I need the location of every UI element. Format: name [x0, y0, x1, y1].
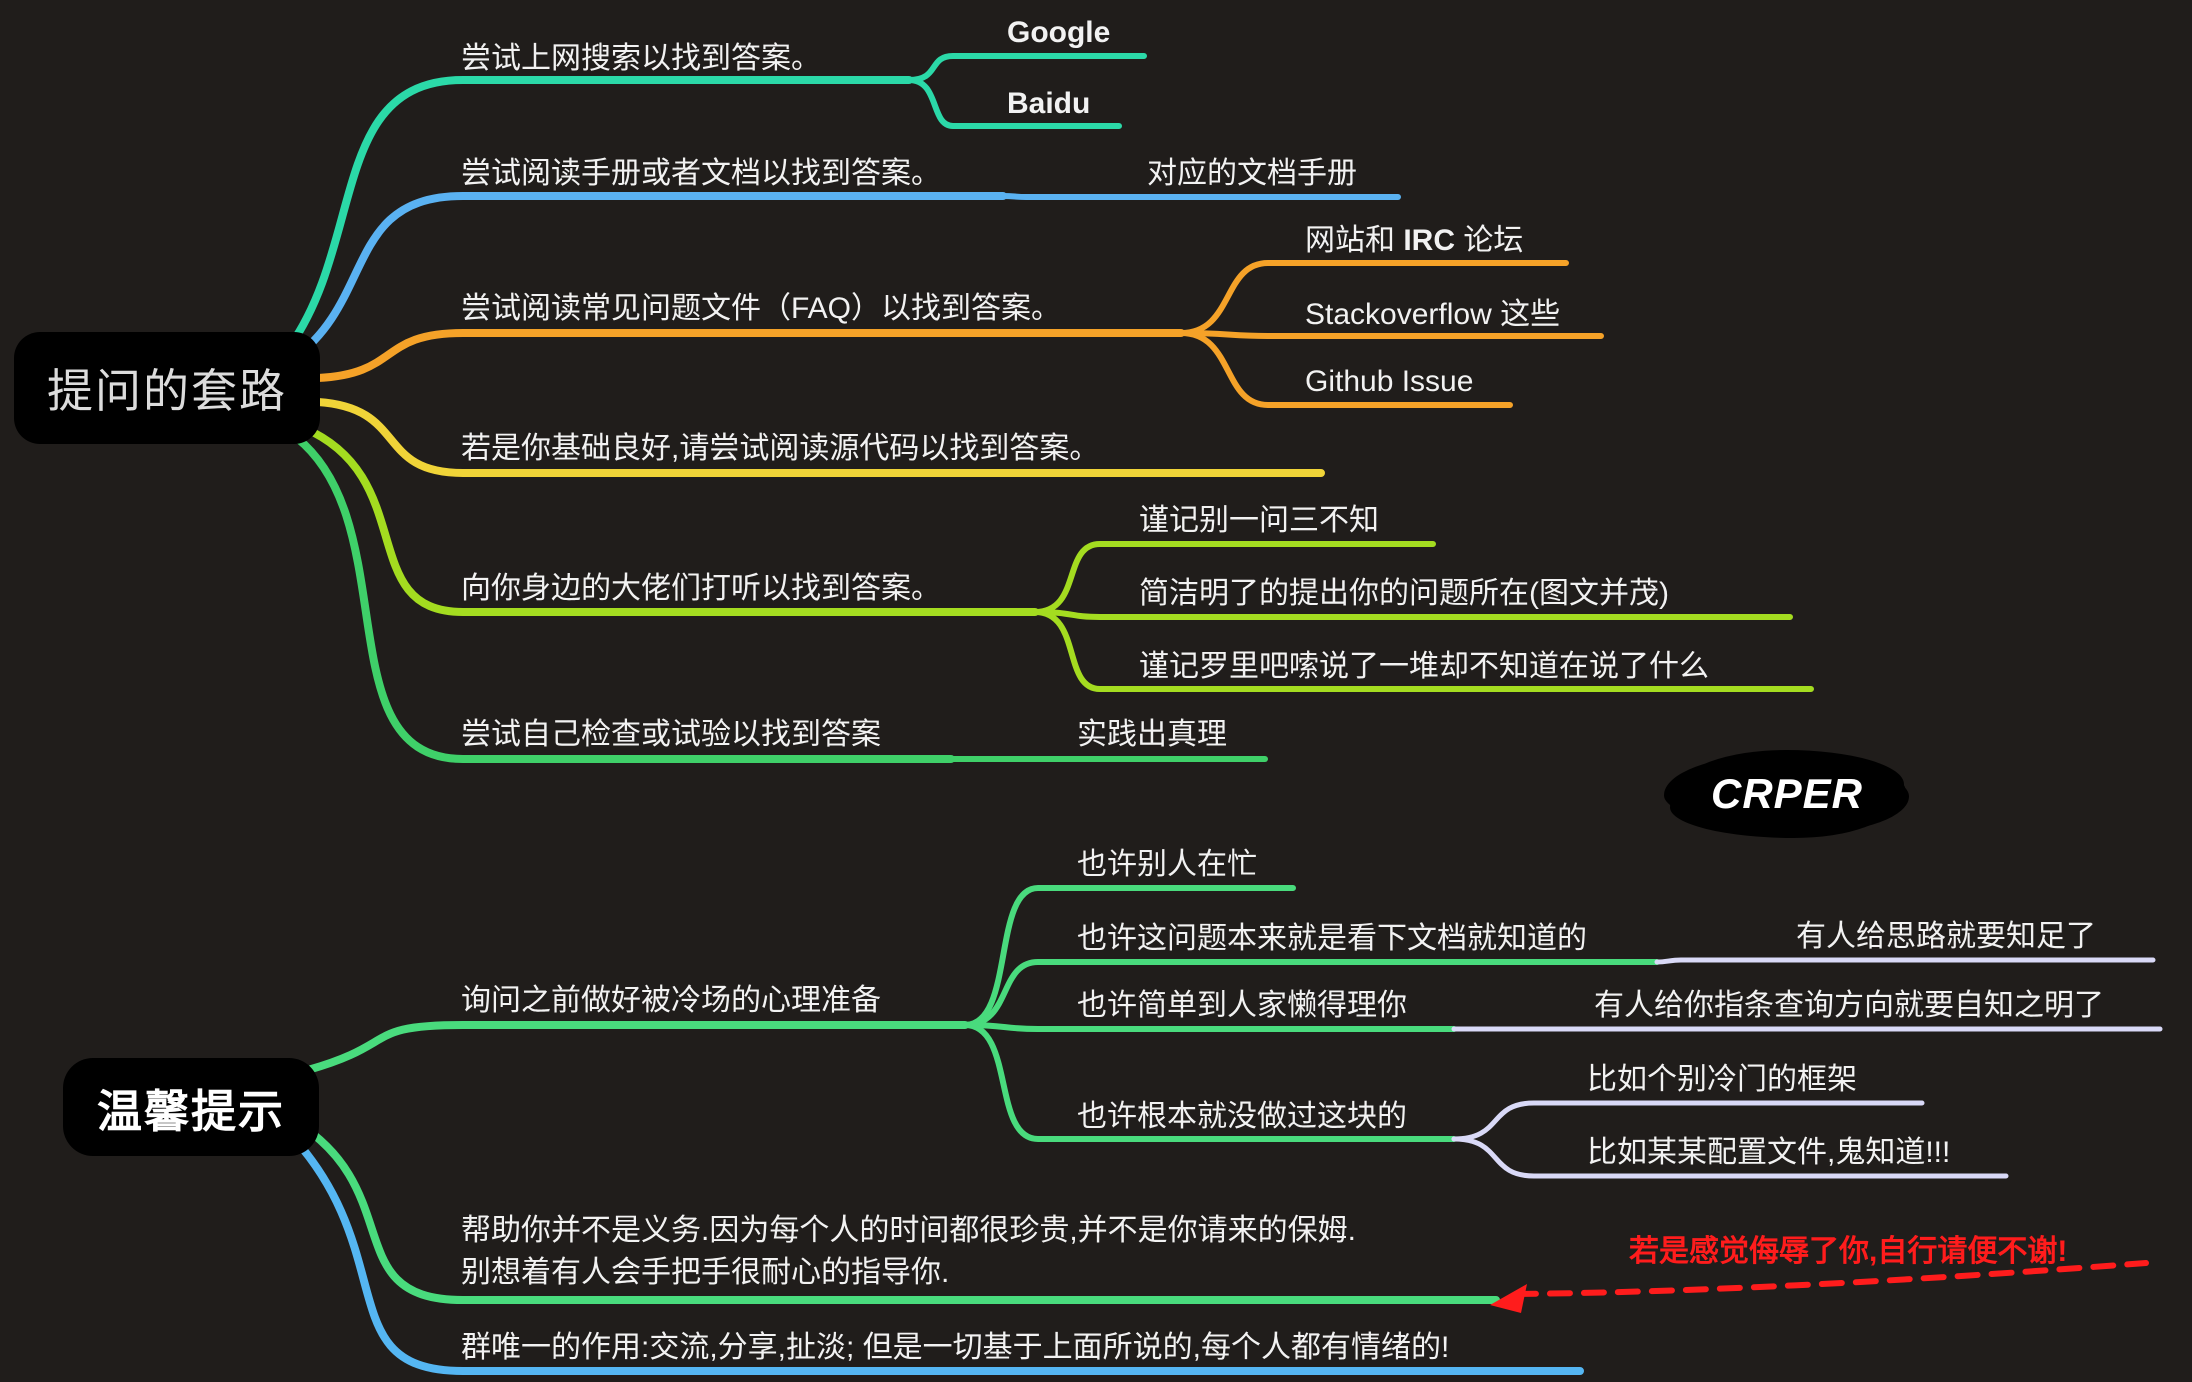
node-read-manual[interactable]: 尝试阅读手册或者文档以找到答案。 [461, 157, 941, 190]
node-search-online[interactable]: 尝试上网搜索以找到答案。 [461, 42, 821, 75]
node-docs-manual[interactable]: 对应的文档手册 [1147, 157, 1357, 190]
branch-ask-experts-line [300, 424, 1814, 692]
node-read-source-code[interactable]: 若是你基础良好,请尝试阅读源代码以找到答案。 [461, 432, 1100, 465]
node-dont-know-nothing[interactable]: 谨记别一问三不知 [1139, 504, 1379, 537]
branch-faq-line [314, 260, 1604, 408]
node-maybe-too-simple[interactable]: 也许简单到人家懒得理你 [1077, 989, 1407, 1022]
node-read-faq[interactable]: 尝试阅读常见问题文件（FAQ）以找到答案。 [461, 292, 1062, 325]
node-avoid-rambling[interactable]: 谨记罗里吧嗦说了一堆却不知道在说了什么 [1139, 650, 1709, 683]
node-github-issue[interactable]: Github Issue [1305, 365, 1474, 398]
node-baidu[interactable]: Baidu [1007, 87, 1091, 120]
branch-source-code-line [314, 398, 1325, 477]
root1-title: 提问的套路 [47, 365, 287, 417]
node-stackoverflow[interactable]: Stackoverflow 这些 [1305, 298, 1561, 331]
branch-cold-scene-line [304, 885, 1660, 1142]
branch-help-not-duty-line [292, 1118, 1500, 1304]
branch-self-check-line [293, 434, 1268, 763]
node-niche-framework[interactable]: 比如个别冷门的框架 [1587, 1063, 1857, 1096]
node-config-who-knows[interactable]: 比如某某配置文件,鬼知道!!! [1587, 1136, 1951, 1169]
node-help-not-obligation[interactable]: 帮助你并不是义务.因为每个人的时间都很珍贵,并不是你请来的保姆. 别想着有人会手… [461, 1210, 1356, 1294]
branch-lavender-lines [1451, 957, 2163, 1179]
node-google[interactable]: Google [1007, 16, 1111, 49]
node-group-purpose[interactable]: 群唯一的作用:交流,分享,扯淡; 但是一切基于上面所说的,每个人都有情绪的! [461, 1331, 1450, 1364]
node-irc-forum-post: 论坛 [1455, 224, 1524, 257]
crper-watermark: CRPER [1668, 752, 1906, 836]
node-irc-forum-bold: IRC [1403, 224, 1456, 257]
insult-note-arrow [1490, 1260, 2149, 1313]
node-irc-forum-pre: 网站和 [1305, 224, 1404, 257]
root-node-asking-routine[interactable]: 提问的套路 [14, 332, 320, 444]
branch-read-manual-line [290, 192, 1401, 362]
help-not-obligation-line1: 帮助你并不是义务.因为每个人的时间都很珍贵,并不是你请来的保姆. [461, 1214, 1357, 1247]
node-self-check[interactable]: 尝试自己检查或试验以找到答案 [461, 718, 881, 751]
node-insult-note[interactable]: 若是感觉侮辱了你,自行请便不谢! [1629, 1235, 2068, 1268]
help-not-obligation-line2: 别想着有人会手把手很耐心的指导你. [461, 1256, 950, 1289]
node-ask-experts[interactable]: 向你身边的大佬们打听以找到答案。 [461, 572, 941, 605]
root-node-warm-tips[interactable]: 温馨提示 [63, 1058, 319, 1156]
node-maybe-busy[interactable]: 也许别人在忙 [1077, 848, 1257, 881]
root2-title: 温馨提示 [96, 1085, 285, 1137]
branch-search-online-line [286, 53, 1147, 350]
node-maybe-in-docs[interactable]: 也许这问题本来就是看下文档就知道的 [1077, 922, 1587, 955]
node-cold-scene-prep[interactable]: 询问之前做好被冷场的心理准备 [461, 984, 881, 1017]
node-irc-forum[interactable]: 网站和 IRC 论坛 [1305, 222, 1523, 260]
crper-watermark-text: CRPER [1710, 770, 1864, 817]
node-concise-question[interactable]: 简洁明了的提出你的问题所在(图文并茂) [1139, 577, 1669, 610]
node-be-content-with-hints[interactable]: 有人给思路就要知足了 [1796, 920, 2096, 953]
branch-group-purpose-line [286, 1130, 1584, 1375]
node-maybe-never-done[interactable]: 也许根本就没做过这块的 [1077, 1100, 1407, 1133]
node-practice-truth[interactable]: 实践出真理 [1077, 718, 1227, 751]
node-know-your-place[interactable]: 有人给你指条查询方向就要自知之明了 [1594, 989, 2104, 1022]
